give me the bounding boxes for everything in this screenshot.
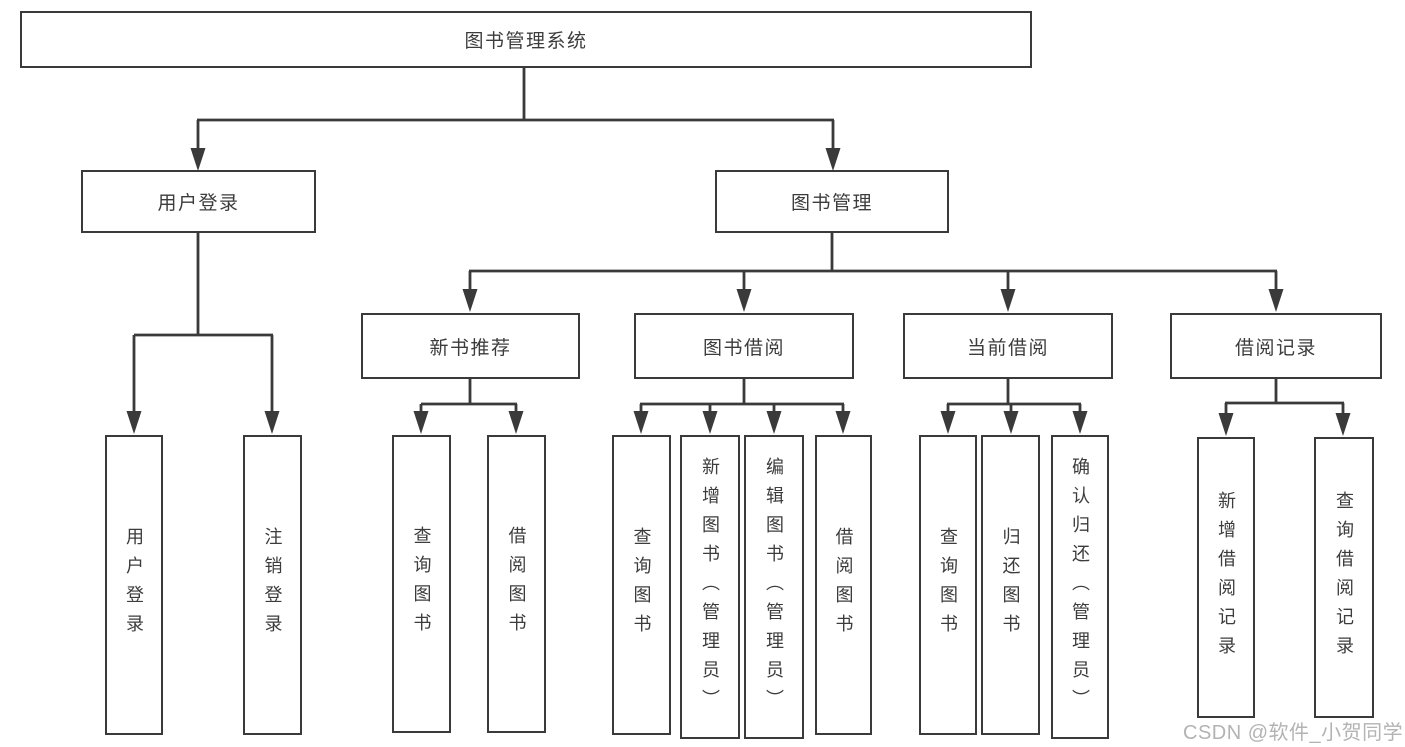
leaf-query-books-current: 查询图书 bbox=[919, 435, 977, 735]
leaf-logout-label: 注销登录 bbox=[262, 527, 283, 643]
leaf-confirm-return-admin: 确认归还（管理员） bbox=[1051, 435, 1109, 739]
node-new-book-recommend: 新书推荐 bbox=[361, 313, 580, 379]
leaf-query-books-borrowing-label: 查询图书 bbox=[631, 527, 652, 643]
leaf-query-borrow-record-label: 查询借阅记录 bbox=[1334, 490, 1354, 665]
arrow-down-icon bbox=[508, 411, 524, 434]
leaf-query-books-recommend: 查询图书 bbox=[392, 435, 451, 733]
leaf-borrow-books-borrowing: 借阅图书 bbox=[815, 435, 872, 735]
node-book-management: 图书管理 bbox=[715, 170, 949, 233]
arrow-down-icon bbox=[940, 411, 956, 434]
arrow-down-icon bbox=[702, 411, 718, 434]
arrow-down-icon bbox=[126, 411, 142, 434]
leaf-return-books: 归还图书 bbox=[981, 435, 1040, 735]
leaf-borrow-books-recommend-label: 借阅图书 bbox=[506, 526, 527, 642]
node-root: 图书管理系统 bbox=[20, 11, 1032, 68]
node-book-borrowing: 图书借阅 bbox=[634, 313, 854, 379]
node-book-management-label: 图书管理 bbox=[790, 193, 873, 214]
leaf-borrow-books-recommend: 借阅图书 bbox=[487, 435, 546, 733]
leaf-query-books-recommend-label: 查询图书 bbox=[411, 526, 432, 642]
leaf-query-borrow-record: 查询借阅记录 bbox=[1314, 437, 1374, 718]
node-borrowing-records: 借阅记录 bbox=[1170, 313, 1382, 379]
node-borrowing-records-label: 借阅记录 bbox=[1234, 337, 1317, 359]
arrow-down-icon bbox=[190, 148, 206, 171]
arrow-down-icon bbox=[835, 411, 851, 434]
leaf-add-book-admin: 新增图书（管理员） bbox=[680, 435, 740, 739]
leaf-user-login: 用户登录 bbox=[105, 435, 163, 735]
leaf-user-login-label: 用户登录 bbox=[124, 527, 144, 643]
leaf-borrow-books-borrowing-label: 借阅图书 bbox=[833, 527, 854, 643]
node-current-borrowing-label: 当前借阅 bbox=[966, 337, 1049, 359]
arrow-down-icon bbox=[766, 411, 782, 434]
leaf-query-books-borrowing: 查询图书 bbox=[612, 435, 671, 735]
leaf-edit-book-admin: 编辑图书（管理员） bbox=[744, 435, 804, 739]
node-new-book-recommend-label: 新书推荐 bbox=[429, 337, 512, 359]
arrow-down-icon bbox=[825, 148, 841, 171]
leaf-add-borrow-record-label: 新增借阅记录 bbox=[1216, 490, 1236, 665]
leaf-confirm-return-admin-label: 确认归还（管理员） bbox=[1070, 456, 1090, 718]
leaf-return-books-label: 归还图书 bbox=[1000, 527, 1021, 643]
arrow-down-icon bbox=[1335, 413, 1351, 436]
leaf-add-book-admin-label: 新增图书（管理员） bbox=[700, 456, 720, 718]
node-root-label: 图书管理系统 bbox=[464, 31, 588, 52]
leaf-add-borrow-record: 新增借阅记录 bbox=[1197, 437, 1255, 718]
node-user-login: 用户登录 bbox=[81, 170, 316, 233]
arrow-down-icon bbox=[264, 411, 280, 434]
arrow-down-icon bbox=[462, 289, 478, 312]
node-user-login-label: 用户登录 bbox=[157, 193, 240, 214]
watermark: CSDN @软件_小贺同学 bbox=[1183, 722, 1404, 744]
leaf-query-books-current-label: 查询图书 bbox=[938, 527, 958, 643]
arrow-down-icon bbox=[736, 289, 752, 312]
node-book-borrowing-label: 图书借阅 bbox=[702, 337, 785, 359]
arrow-down-icon bbox=[633, 411, 649, 434]
leaf-logout: 注销登录 bbox=[243, 435, 302, 735]
node-current-borrowing: 当前借阅 bbox=[903, 313, 1113, 379]
arrow-down-icon bbox=[1218, 413, 1234, 436]
arrow-down-icon bbox=[413, 411, 429, 434]
arrow-down-icon bbox=[1268, 289, 1284, 312]
arrow-down-icon bbox=[1000, 289, 1016, 312]
arrow-down-icon bbox=[1003, 411, 1019, 434]
arrow-down-icon bbox=[1072, 411, 1088, 434]
leaf-edit-book-admin-label: 编辑图书（管理员） bbox=[764, 456, 784, 718]
